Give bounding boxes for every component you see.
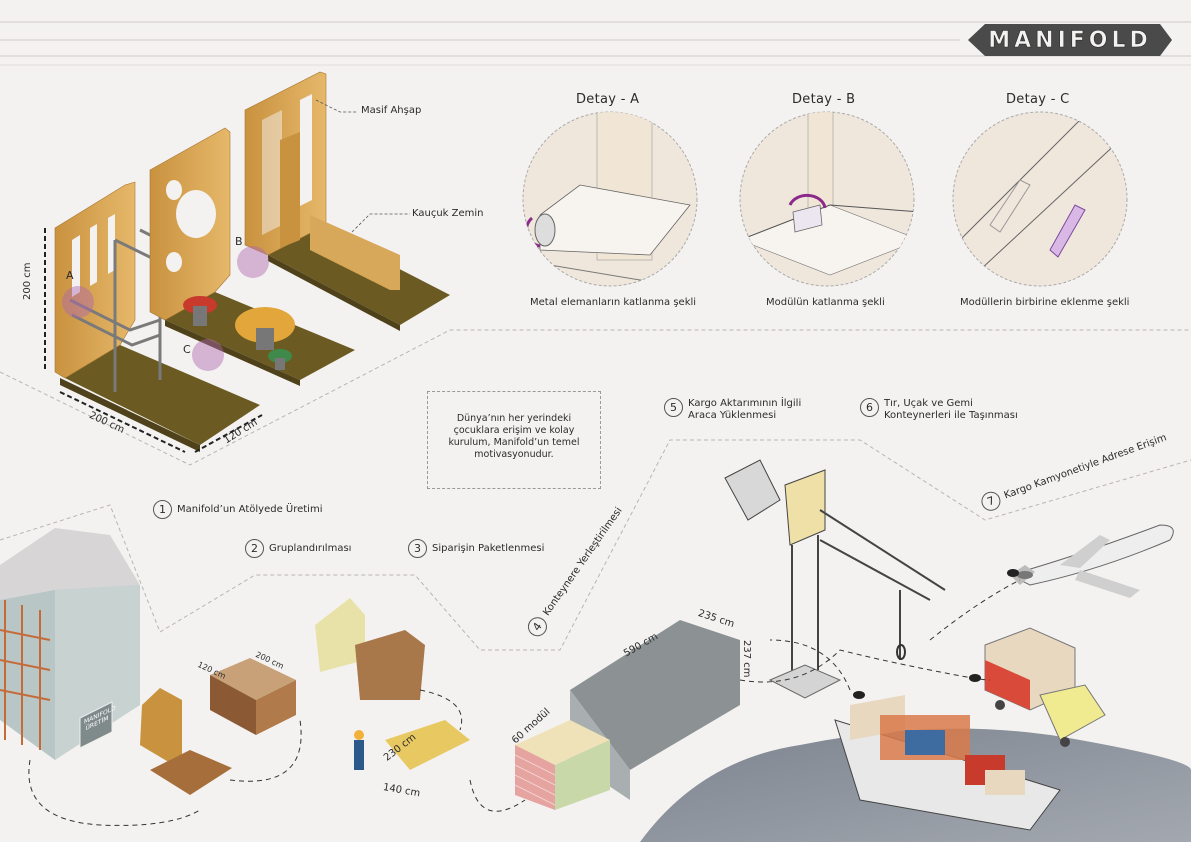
detail-c-illustration	[952, 111, 1128, 287]
detail-c-title: Detay - C	[1006, 92, 1070, 107]
svg-text:MANIFOLD: MANIFOLD	[988, 28, 1152, 53]
detail-b-caption: Modülün katlanma şekli	[766, 297, 885, 308]
step-2: 2 Gruplandırılması	[245, 539, 351, 558]
module-illustration	[44, 71, 450, 453]
marker-a: A	[66, 269, 74, 282]
delivery-truck	[984, 627, 1106, 747]
detail-b-title: Detay - B	[792, 92, 856, 107]
workshop-building	[0, 528, 140, 760]
module-stack	[140, 598, 470, 795]
route-icons	[853, 569, 1019, 699]
detail-c-caption: Modüllerin birbirine eklenme şekli	[960, 297, 1130, 308]
detail-a-caption: Metal elemanların katlanma şekli	[530, 297, 697, 308]
step-2-label: Gruplandırılması	[269, 542, 352, 554]
detail-b-illustration	[739, 111, 915, 287]
step-6-number: 6	[860, 398, 879, 417]
step-2-number: 2	[245, 539, 264, 558]
step-3-label: Siparişin Paketlenmesi	[432, 542, 545, 554]
rubber-floor-label: Kauçuk Zemin	[412, 208, 484, 219]
step-3-number: 3	[408, 539, 427, 558]
container-height-label: 237 cm	[741, 640, 752, 678]
step-5-label: Kargo Aktarımının İlgili Araca Yüklenmes…	[688, 398, 802, 421]
delivery-route	[28, 579, 1021, 826]
step-3: 3 Siparişin Paketlenmesi	[408, 539, 544, 558]
airplane	[1008, 524, 1174, 598]
step-6-label: Tır, Uçak ve Gemi Konteynerleri ile Taşı…	[884, 398, 1018, 421]
step-5: 5 Kargo Aktarımının İlgili Araca Yüklenm…	[664, 398, 808, 422]
step-1-label: Manifold’un Atölyede Üretimi	[177, 503, 323, 515]
step-6: 6 Tır, Uçak ve Gemi Konteynerleri ile Ta…	[860, 398, 1024, 422]
sea-ship	[640, 695, 1191, 842]
marker-c: C	[183, 343, 191, 356]
step-1-number: 1	[153, 500, 172, 519]
detail-a-title: Detay - A	[576, 92, 640, 107]
panel-boundaries	[0, 64, 1191, 651]
motivation-note: Dünya’nın her yerindeki çocuklara erişim…	[427, 391, 601, 489]
solid-wood-label: Masif Ahşap	[361, 105, 422, 116]
manifold-logo: MANIFOLD	[968, 24, 1172, 56]
step-1: 1 Manifold’un Atölyede Üretimi	[153, 500, 322, 519]
detail-a-illustration	[522, 111, 698, 287]
crane	[724, 459, 946, 699]
height-dimension: 200 cm	[22, 262, 33, 300]
step-5-number: 5	[664, 398, 683, 417]
shipping-container	[514, 620, 740, 810]
marker-b: B	[235, 235, 243, 248]
